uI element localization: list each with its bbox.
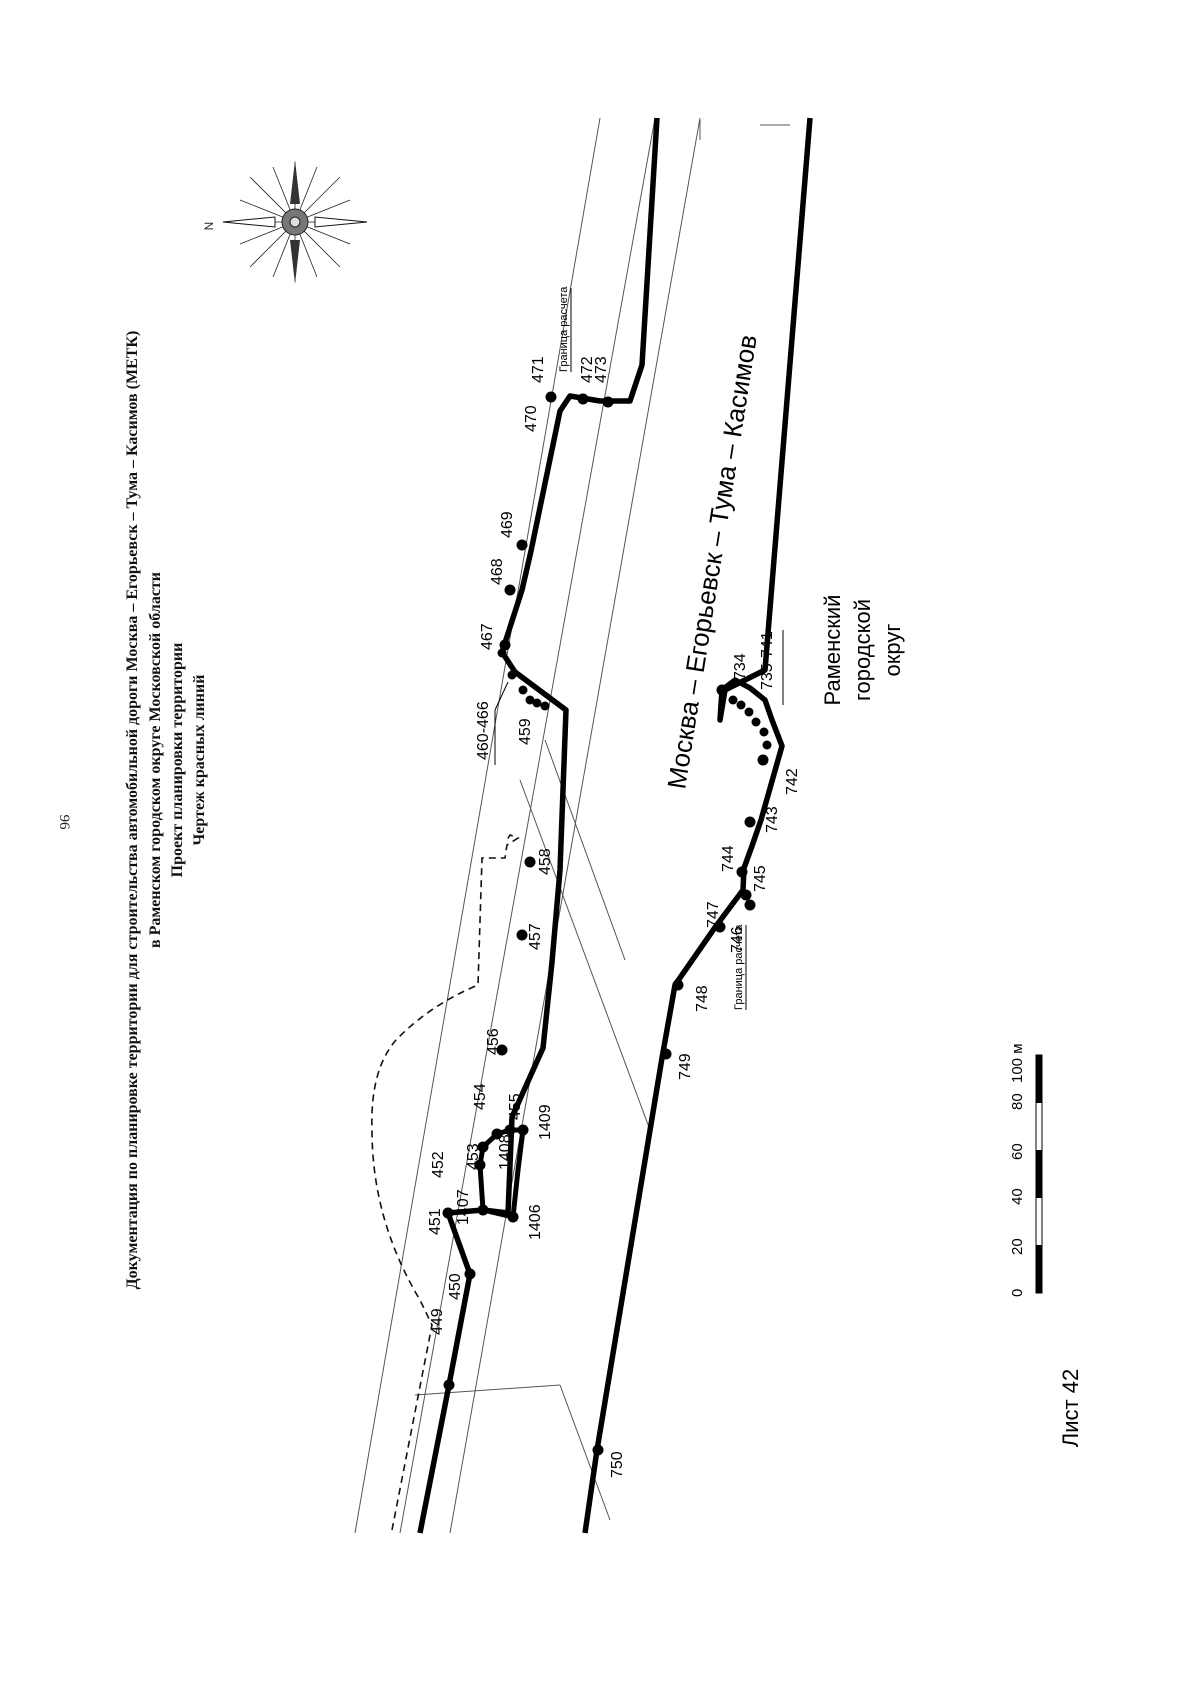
title-line-1: Документация по планировке территории дл…	[124, 331, 141, 1290]
point-labels-inner: 1406 1407 1408 1409	[455, 1104, 554, 1240]
point-label: 451	[427, 1208, 444, 1235]
point-label: 1409	[537, 1104, 554, 1140]
title-block: Документация по планировке территории дл…	[124, 331, 208, 1290]
point-label: 458	[537, 848, 554, 875]
point-label: 452	[430, 1151, 447, 1178]
cadastral-lines	[354, 117, 790, 1534]
point-label: 747	[705, 901, 722, 928]
dashed-boundary	[371, 834, 520, 1531]
boundary-label-north: Граница расчета	[558, 286, 570, 372]
point-label: 456	[485, 1028, 502, 1055]
point-label: 735-741	[759, 631, 776, 690]
point-label: 459	[517, 718, 534, 745]
title-line-2: в Раменском городском округе Московской …	[147, 572, 164, 948]
district-label: Раменский городской округ	[820, 595, 905, 706]
point-label: 457	[527, 923, 544, 950]
point-label: 750	[609, 1451, 626, 1478]
point-label: 469	[499, 511, 516, 538]
scale-tick-20: 20	[1009, 1238, 1026, 1255]
compass-north-label: N	[202, 222, 216, 231]
point-markers	[442, 391, 772, 1456]
point-label: 449	[429, 1308, 446, 1335]
point-label: 746	[729, 926, 746, 953]
point-label: 453	[465, 1143, 482, 1170]
point-label: 454	[472, 1083, 489, 1110]
point-labels-north: 449 450 451 452 453 454 455 456 457 458 …	[427, 356, 610, 1335]
district-label-line-2: городской	[850, 599, 875, 701]
point-label: 1408	[497, 1134, 514, 1170]
title-line-3: Проект планировки территории	[169, 643, 186, 878]
red-line-north	[417, 117, 660, 1534]
scale-bar: 0 20 40 60 80 100 м	[1009, 1043, 1043, 1297]
scale-tick-0: 0	[1009, 1289, 1026, 1297]
scale-tick-40: 40	[1009, 1188, 1026, 1205]
point-label: 472	[579, 356, 596, 383]
point-label: 742	[784, 768, 801, 795]
point-label: 467	[479, 623, 496, 650]
point-label: 473	[593, 356, 610, 383]
point-labels-south: 734 735-741 742 743 744 745 746 747 748 …	[609, 631, 801, 1478]
point-label: 1407	[455, 1189, 472, 1225]
scale-tick-100: 100 м	[1009, 1043, 1026, 1083]
point-label: 468	[489, 558, 506, 585]
point-label: 471	[530, 356, 547, 383]
scale-tick-80: 80	[1009, 1093, 1026, 1110]
point-label: 745	[752, 865, 769, 892]
point-label: 748	[694, 985, 711, 1012]
title-line-4: Чертеж красных линий	[191, 675, 208, 846]
scale-tick-60: 60	[1009, 1143, 1026, 1160]
point-label: 460-466	[475, 701, 492, 760]
point-label: 743	[764, 806, 781, 833]
point-label: 450	[447, 1273, 464, 1300]
label-leader-460-466	[494, 681, 509, 711]
point-label: 734	[732, 653, 749, 680]
point-label: 744	[720, 845, 737, 872]
boundary-label-south: Граница расчета	[733, 924, 745, 1010]
road-name-label: Москва – Егорьевск – Тума – Касимов	[661, 333, 762, 791]
sheet-label: Лист 42	[1058, 1369, 1083, 1447]
page-number: 96	[56, 815, 72, 831]
point-label: 1406	[527, 1204, 544, 1240]
point-label: 470	[523, 405, 540, 432]
boundary-labels: Граница расчета Граница расчета	[558, 286, 747, 1010]
district-label-line-1: Раменский	[820, 595, 845, 706]
point-label: 749	[677, 1053, 694, 1080]
district-label-line-3: округ	[880, 624, 905, 677]
point-label: 455	[507, 1093, 524, 1120]
compass-rose-icon: N	[202, 160, 368, 284]
